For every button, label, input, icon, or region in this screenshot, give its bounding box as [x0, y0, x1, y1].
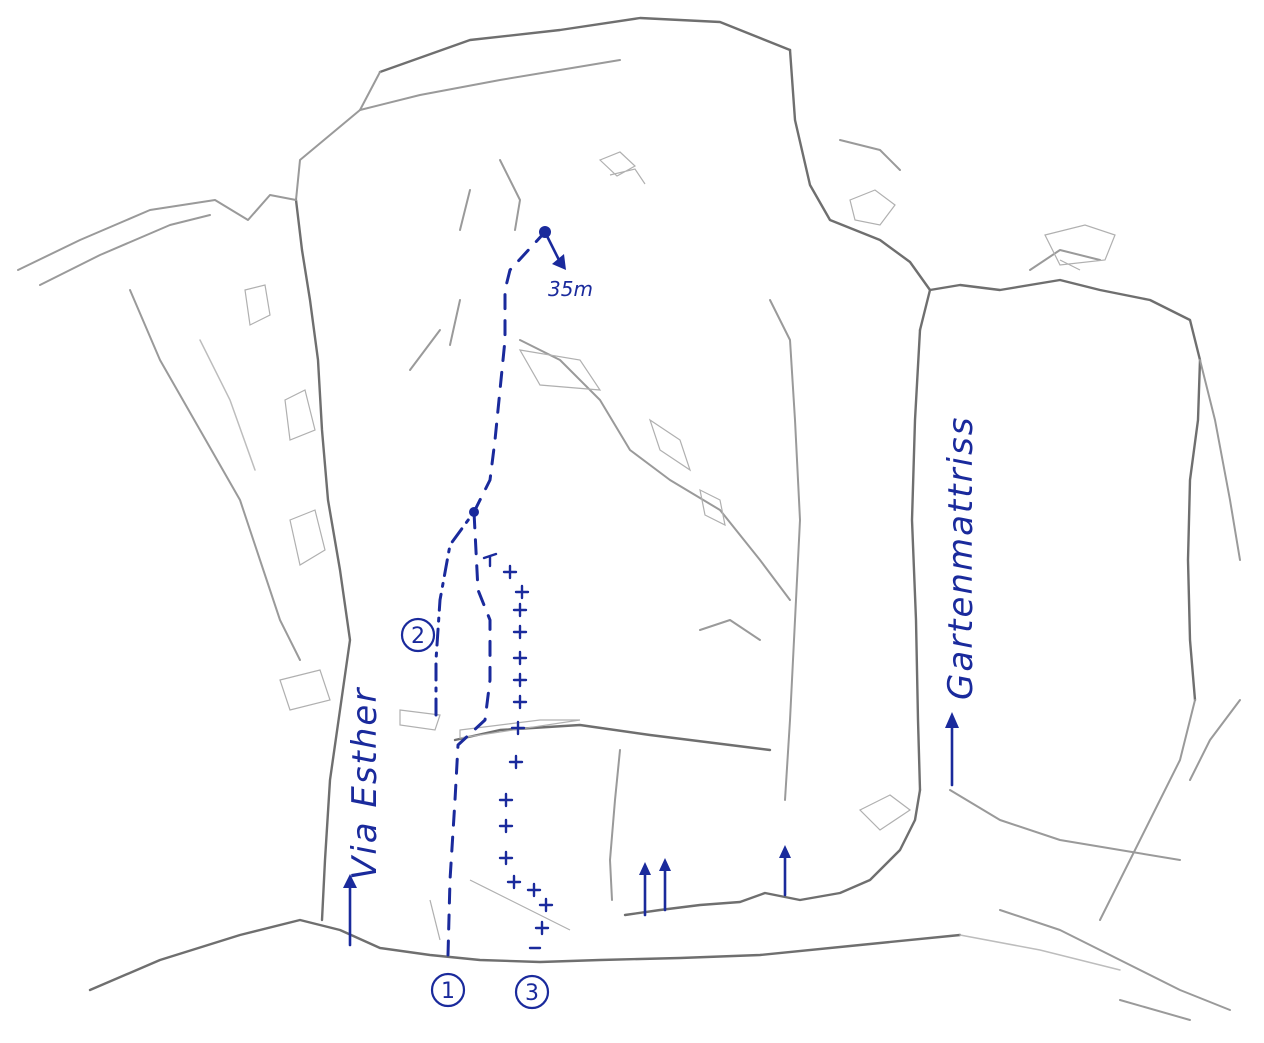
route-number-1: 1	[432, 974, 464, 1006]
belay-anchor-icon	[469, 507, 479, 517]
gartenmattriss-label: Gartenmattriss	[941, 416, 981, 700]
route-upper-pitch	[474, 232, 545, 512]
route-start-arrows	[343, 712, 959, 945]
belay-height-label: 35m	[548, 277, 593, 301]
route-number-3-text: 3	[525, 981, 539, 1006]
routes	[436, 226, 566, 955]
via-esther-label: Via Esther	[345, 687, 385, 880]
lower-off-arrow-icon	[545, 232, 560, 262]
rock-outline	[18, 18, 1240, 1020]
route-2-line	[436, 512, 474, 715]
route-number-2: 2	[402, 619, 434, 651]
route-3-line	[484, 554, 552, 948]
route-number-2-text: 2	[411, 624, 425, 649]
route-number-1-text: 1	[441, 979, 455, 1004]
route-number-3: 3	[516, 976, 548, 1008]
